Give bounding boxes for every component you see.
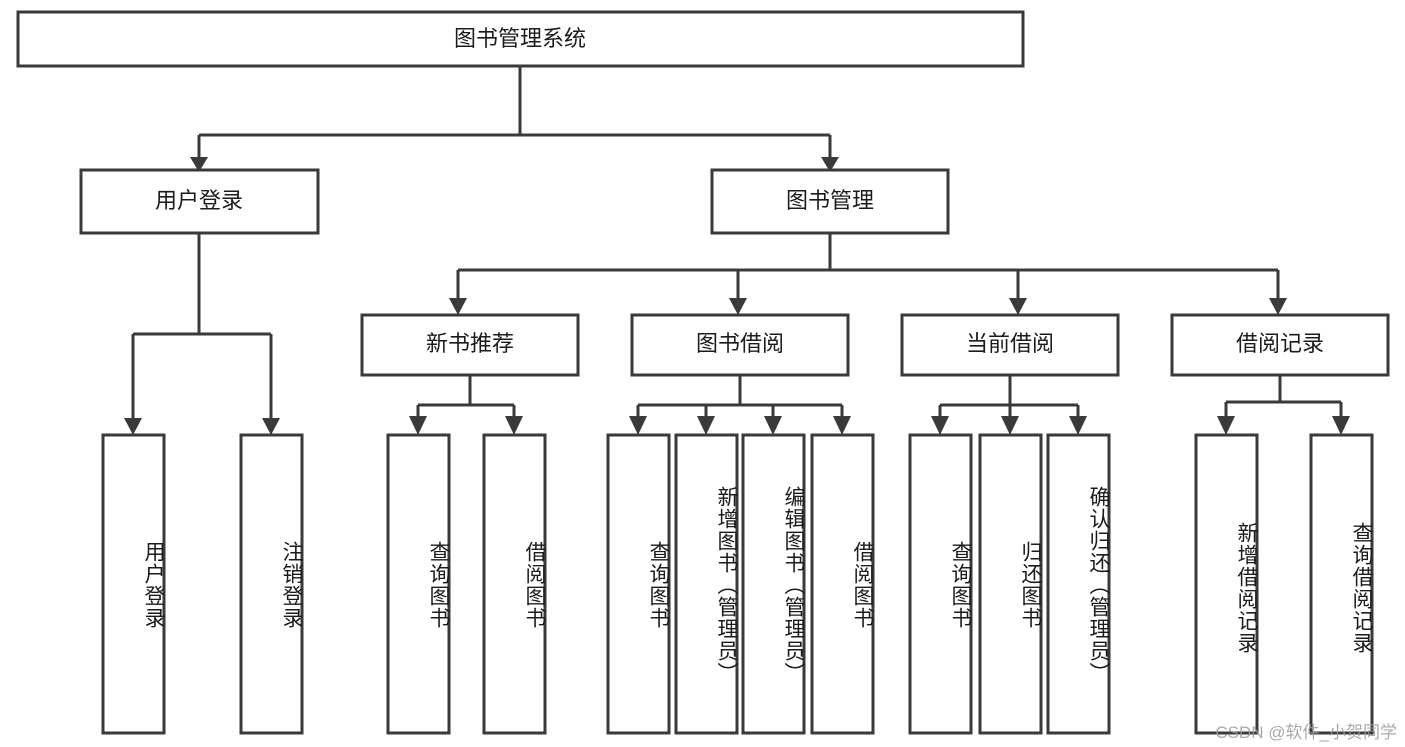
leaf-label-wrap-br-1: 新增借阅记录 — [1196, 452, 1258, 724]
connector-book-borrow-to-leaves — [629, 375, 851, 435]
arrow-head-level2-1 — [449, 298, 467, 315]
leaf-label-wrap-nbr-1: 查询图书 — [388, 445, 450, 725]
node-book-borrow[interactable]: 图书借阅 — [630, 313, 850, 377]
arrow-head-nbr-leaf-1 — [409, 416, 427, 435]
leaf-box-user-login-1[interactable] — [101, 433, 166, 735]
leaf-label-wrap-nbr-2: 借阅图书 — [484, 445, 546, 725]
leaf-label-wrap-bb-2: 新增图书（管理员） — [676, 441, 738, 729]
connector-root-to-level1 — [190, 66, 839, 172]
arrow-head-bb-leaf-2 — [697, 416, 715, 435]
connector-book-manage-fan — [456, 233, 1280, 300]
arrow-head-cb-leaf-2 — [1001, 416, 1019, 435]
leaf-label-nbr-1: 查询图书 — [427, 541, 450, 629]
leaf-label-wrap-bb-1: 查询图书 — [608, 445, 670, 725]
leaf-label-bb-2: 新增图书（管理员） — [715, 486, 738, 684]
arrow-head-bb-leaf-3 — [764, 416, 782, 435]
connector-current-borrow-fan — [938, 375, 1080, 420]
arrow-head-level2-2 — [729, 298, 747, 315]
leaf-box-cb-1[interactable] — [908, 433, 973, 735]
leaf-label-nbr-2: 借阅图书 — [523, 541, 546, 629]
leaf-label-wrap-bb-4: 借阅图书 — [812, 445, 874, 725]
leaf-box-bb-2[interactable] — [674, 433, 739, 735]
leaf-box-nbr-2[interactable] — [482, 433, 547, 735]
leaf-box-br-1[interactable] — [1194, 433, 1259, 735]
leaf-label-wrap-bb-3: 编辑图书（管理员） — [743, 441, 805, 729]
leaf-label-cb-3: 确认归还（管理员） — [1087, 486, 1110, 684]
node-user-login-box[interactable] — [79, 168, 320, 235]
arrow-head-nbr-leaf-2 — [505, 416, 523, 435]
leaf-box-nbr-1[interactable] — [386, 433, 451, 735]
node-book-manage-label: 图书管理 — [786, 188, 874, 213]
arrow-head-to-user-login — [190, 157, 208, 172]
node-book-borrow-box[interactable] — [630, 313, 850, 377]
arrow-head-user-login-leaf-1 — [124, 418, 142, 435]
node-root-label: 图书管理系统 — [454, 26, 586, 51]
node-borrow-record-label: 借阅记录 — [1236, 331, 1324, 356]
connector-new-book-recommend-fan — [416, 375, 516, 420]
arrow-head-to-book-manage — [821, 157, 839, 172]
connector-borrow-record-to-leaves — [1217, 375, 1350, 435]
node-new-book-recommend-label: 新书推荐 — [426, 331, 514, 356]
leaf-label-bb-3: 编辑图书（管理员） — [782, 486, 805, 684]
connector-root-trunk — [197, 66, 832, 160]
leaf-label-wrap-cb-2: 归还图书 — [980, 445, 1042, 725]
connector-user-login-fan — [131, 233, 273, 420]
connector-book-manage-to-level2 — [449, 233, 1287, 315]
leaf-box-br-2[interactable] — [1309, 433, 1374, 735]
leaf-label-br-1: 新增借阅记录 — [1235, 522, 1258, 654]
arrow-head-br-leaf-1 — [1217, 416, 1235, 435]
arrow-head-user-login-leaf-2 — [262, 418, 280, 435]
arrow-head-bb-leaf-4 — [833, 416, 851, 435]
connector-borrow-record-fan — [1224, 375, 1343, 420]
arrow-head-bb-leaf-1 — [629, 416, 647, 435]
leaf-label-user-login-1: 用户登录 — [142, 541, 165, 629]
leaf-label-bb-4: 借阅图书 — [851, 541, 874, 629]
leaf-box-bb-3[interactable] — [741, 433, 806, 735]
connector-book-borrow-fan — [636, 375, 844, 420]
node-book-manage[interactable]: 图书管理 — [710, 168, 950, 235]
leaf-box-bb-1[interactable] — [606, 433, 671, 735]
leaf-box-cb-2[interactable] — [978, 433, 1043, 735]
arrow-head-cb-leaf-3 — [1069, 416, 1087, 435]
leaf-label-cb-2: 归还图书 — [1019, 541, 1042, 629]
node-root-box[interactable] — [16, 10, 1025, 68]
leaf-label-wrap-cb-3: 确认归还（管理员） — [1048, 441, 1110, 729]
node-book-manage-box[interactable] — [710, 168, 950, 235]
node-borrow-record-box[interactable] — [1170, 313, 1390, 377]
node-user-login[interactable]: 用户登录 — [79, 168, 320, 235]
connector-user-login-to-leaves — [124, 233, 280, 435]
leaf-box-bb-4[interactable] — [810, 433, 875, 735]
node-current-borrow[interactable]: 当前借阅 — [900, 313, 1120, 377]
leaf-label-bb-1: 查询图书 — [647, 541, 670, 629]
leaf-box-user-login-2[interactable] — [239, 433, 304, 735]
leaf-label-br-2: 查询借阅记录 — [1350, 522, 1373, 654]
leaf-box-cb-3[interactable] — [1046, 433, 1111, 735]
node-book-borrow-label: 图书借阅 — [696, 331, 784, 356]
node-root[interactable]: 图书管理系统 — [16, 10, 1025, 68]
node-new-book-recommend[interactable]: 新书推荐 — [360, 313, 580, 377]
leaf-label-wrap-cb-1: 查询图书 — [910, 445, 972, 725]
arrow-head-cb-leaf-1 — [931, 416, 949, 435]
node-user-login-label: 用户登录 — [155, 188, 243, 213]
leaf-label-user-login-2: 注销登录 — [280, 541, 303, 629]
connector-current-borrow-to-leaves — [931, 375, 1087, 435]
connector-new-book-recommend-to-leaves — [409, 375, 523, 435]
leaf-label-wrap-user-login-2: 注销登录 — [241, 445, 303, 725]
leaf-label-wrap-user-login-1: 用户登录 — [103, 445, 165, 725]
arrow-head-level2-3 — [1009, 298, 1027, 315]
leaf-label-cb-1: 查询图书 — [949, 541, 972, 629]
arrow-head-br-leaf-2 — [1332, 416, 1350, 435]
leaf-label-wrap-br-2: 查询借阅记录 — [1311, 452, 1373, 724]
arrow-head-level2-4 — [1269, 298, 1287, 315]
node-borrow-record[interactable]: 借阅记录 — [1170, 313, 1390, 377]
node-current-borrow-label: 当前借阅 — [966, 331, 1054, 356]
